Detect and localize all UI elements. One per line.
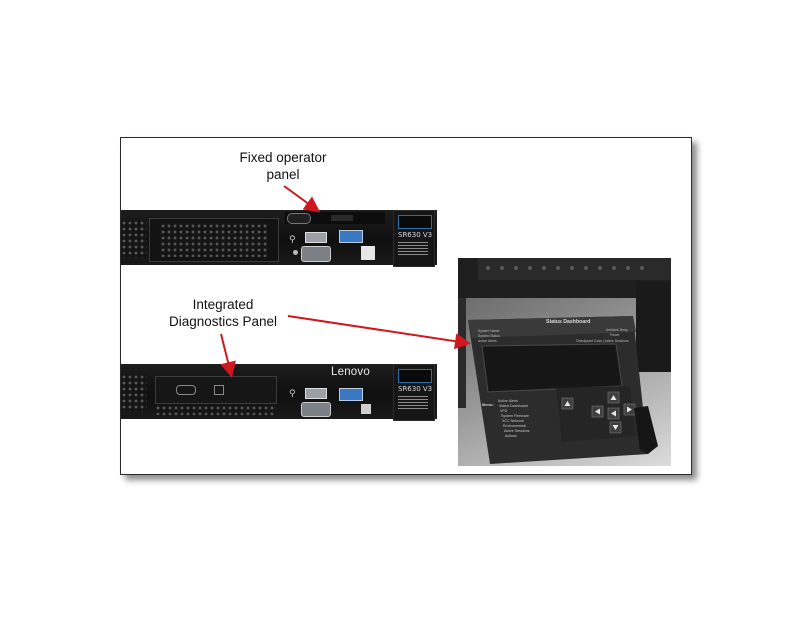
- model-label: SR630 V3: [398, 231, 433, 239]
- led-indicators: [331, 215, 353, 221]
- menu-item: System Firmware: [501, 414, 529, 418]
- integrated-diagnostics-panel-label: Integrated Diagnostics Panel: [143, 296, 303, 330]
- usb-port-blue: [339, 230, 363, 243]
- menu-item: Environmental: [503, 424, 526, 428]
- label-line: Fixed operator: [239, 150, 327, 165]
- lcd-right-info-3: Checkpoint Code | Active Sessions: [576, 339, 629, 343]
- tab-window: [398, 215, 432, 229]
- diagnostics-latch: [214, 385, 224, 395]
- menu-item: Actions: [505, 434, 517, 438]
- lcd-left-info-1: System Name: [478, 329, 499, 333]
- lcd-right-info-1: Ambient Temp: [606, 328, 628, 332]
- usb-port-blue: [339, 388, 363, 401]
- menu-item: VPD: [500, 409, 508, 413]
- arrow-integrated-diagnostics-photo: [287, 315, 471, 350]
- vga-port: [301, 246, 331, 262]
- fixed-operator-panel-label: Fixed operator panel: [203, 149, 363, 183]
- model-pull-tab-bottom: SR630 V3: [393, 364, 435, 421]
- lcd-right-info-2: Power: [610, 333, 620, 337]
- nav-arrows: [564, 395, 632, 430]
- panel-handle: [634, 406, 658, 454]
- menu-item: XCC Network: [502, 419, 524, 423]
- usb-port-gray: [305, 232, 327, 243]
- usb-icon: ⚲: [289, 234, 296, 244]
- panel-top-bezel: [468, 316, 636, 338]
- operator-panel-strip: [285, 212, 385, 224]
- menu-item: Active Alerts: [498, 399, 518, 403]
- usb-port-gray: [305, 388, 327, 399]
- lower-vent: [155, 405, 275, 415]
- vga-port: [301, 402, 331, 417]
- id-label: [361, 246, 375, 260]
- diagnostics-handle: [176, 385, 196, 395]
- drive-bay-vent: [160, 223, 268, 257]
- rack-left-edge: [458, 298, 466, 408]
- tab-window: [398, 369, 432, 383]
- server-front-top: ⚲: [121, 210, 437, 265]
- menu-item: Status Dashboard: [499, 404, 528, 408]
- rack-vent: [478, 258, 671, 280]
- rack-vent-holes: [486, 266, 644, 270]
- rack-side: [636, 282, 671, 372]
- model-label: SR630 V3: [398, 385, 433, 393]
- tab-small-print: [398, 396, 428, 410]
- lcd-screen: [481, 343, 623, 393]
- model-pull-tab-top: SR630 V3: [393, 210, 435, 267]
- lcd-left-info-2: System Status: [478, 334, 500, 338]
- left-vent: [121, 220, 147, 258]
- diagnostics-panel-photo: Status Dashboard System Name System Stat…: [458, 258, 671, 466]
- server-front-bottom: Lenovo ⚲: [121, 364, 437, 419]
- lcd-menu-title: Menu:: [482, 402, 494, 407]
- label-line: Diagnostics Panel: [168, 314, 278, 329]
- lcd-menu-list: Active Alerts Status Dashboard VPD Syste…: [498, 399, 530, 438]
- label-line: panel: [266, 167, 300, 182]
- diagnostics-bay: [155, 376, 277, 404]
- brand-logo: Lenovo: [331, 366, 370, 378]
- diagnostics-panel-illustration: Status Dashboard System Name System Stat…: [458, 258, 671, 464]
- figure-frame: Fixed operator panel Integrated Diagnost…: [120, 137, 692, 475]
- tab-small-print: [398, 242, 428, 256]
- menu-item: Active Sessions: [504, 429, 530, 433]
- lcd-left-info-3: Active Alerts: [478, 339, 497, 343]
- usb-icon: ⚲: [289, 388, 296, 398]
- power-button: [287, 213, 311, 224]
- arrow-fixed-operator-panel: [283, 185, 321, 213]
- id-label: [361, 404, 371, 414]
- drive-bay: [149, 218, 279, 262]
- lcd-header: Status Dashboard: [546, 319, 590, 325]
- label-line: Integrated: [192, 297, 254, 312]
- left-vent: [121, 374, 147, 412]
- vga-port-screw: [293, 250, 298, 255]
